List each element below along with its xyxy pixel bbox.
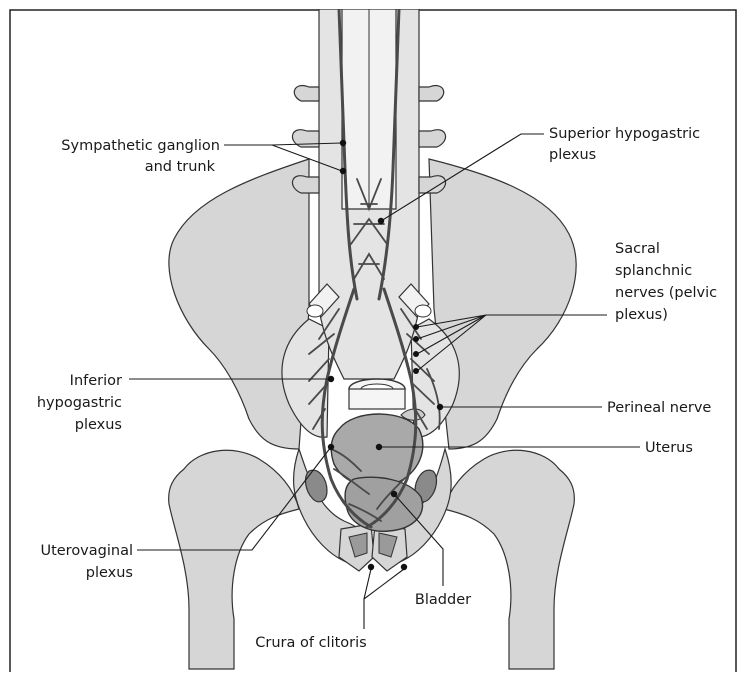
label-sacral-line2: splanchnic xyxy=(615,263,692,279)
label-sympathetic-line2: and trunk xyxy=(145,159,216,175)
label-sacral-line1: Sacral xyxy=(615,241,660,257)
label-uterovaginal-line2: plexus xyxy=(86,565,133,581)
label-inferior-line1: Inferior xyxy=(70,373,122,389)
label-superior-line1: Superior hypogastric xyxy=(549,126,700,142)
label-bladder: Bladder xyxy=(415,592,471,608)
label-sacral-line3: nerves (pelvic xyxy=(615,285,717,301)
label-inferior-line3: plexus xyxy=(75,417,122,433)
label-inferior-line2: hypogastric xyxy=(37,395,122,411)
label-uterovaginal-line1: Uterovaginal xyxy=(40,543,133,559)
label-sympathetic-line1: Sympathetic ganglion xyxy=(61,138,220,154)
label-perineal-nerve: Perineal nerve xyxy=(607,400,711,416)
label-sacral-line4: plexus) xyxy=(615,307,668,323)
figure-frame: Sympathetic ganglion and trunk Superior … xyxy=(9,9,737,672)
label-uterus: Uterus xyxy=(645,440,693,456)
label-crura-of-clitoris: Crura of clitoris xyxy=(255,635,366,651)
label-superior-line2: plexus xyxy=(549,147,596,163)
pelvic-nerves-diagram: Sympathetic ganglion and trunk Superior … xyxy=(9,9,737,672)
